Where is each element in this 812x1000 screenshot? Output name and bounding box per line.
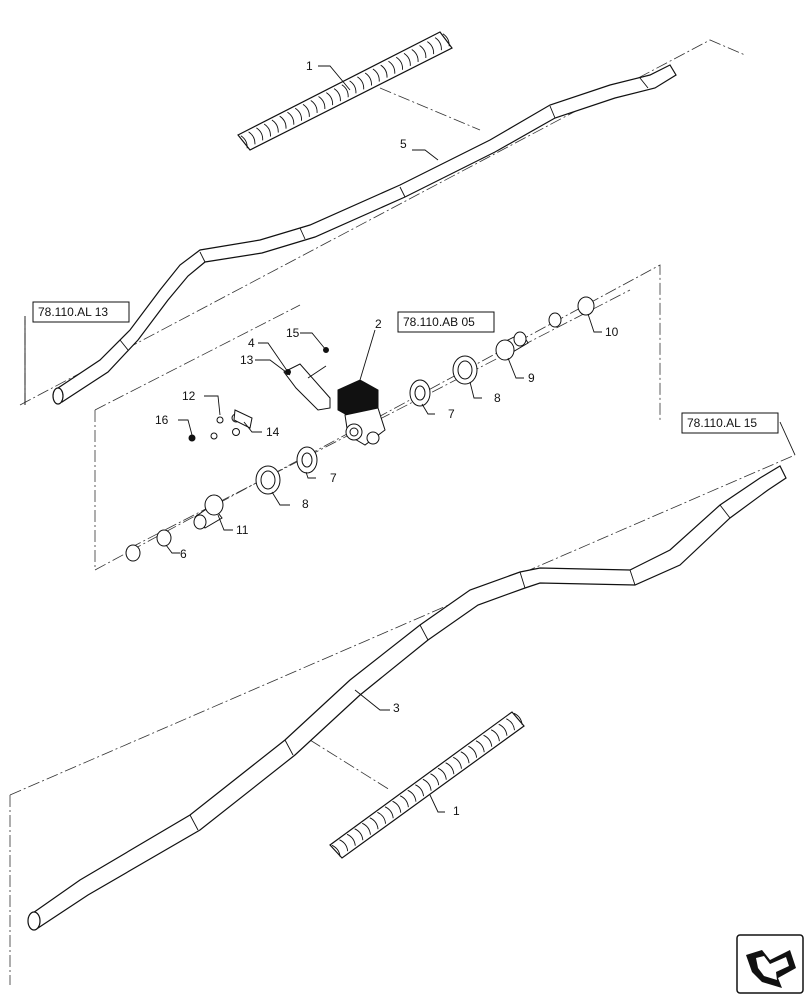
seal-ring-7-lower xyxy=(296,446,318,474)
upper-hose xyxy=(52,64,677,405)
spiral-coil-lower xyxy=(422,778,432,791)
callout-13: 13 xyxy=(240,353,254,367)
washer-14 xyxy=(233,409,253,429)
spiral-coil-upper xyxy=(434,37,442,51)
spiral-coil-upper xyxy=(341,84,349,98)
upper-spiral-wrap xyxy=(237,31,453,151)
fitting-9 xyxy=(495,331,529,361)
spiral-coil-lower xyxy=(369,817,379,830)
lower-hose xyxy=(27,465,787,931)
callout-1-lower: 1 xyxy=(453,804,460,818)
spiral-coil-upper xyxy=(364,72,372,86)
spiral-coil-upper xyxy=(419,45,427,59)
spiral-coil-lower xyxy=(445,762,455,775)
spiral-coil-upper xyxy=(388,60,396,74)
callout-10: 10 xyxy=(605,325,619,339)
mounting-bracket xyxy=(283,363,331,411)
spiral-coil-lower xyxy=(331,844,341,857)
spiral-coil-lower xyxy=(437,767,447,780)
ref-box-left[interactable]: 78.110.AL 13 xyxy=(32,301,130,323)
callout-14: 14 xyxy=(266,425,280,439)
spiral-coil-lower xyxy=(490,729,500,742)
spiral-coil-upper xyxy=(427,41,435,55)
lower-spiral-wrap xyxy=(329,711,525,859)
spiral-coil-upper xyxy=(395,56,403,70)
spiral-coil-lower xyxy=(498,723,508,736)
clip-6 xyxy=(125,529,172,562)
spiral-coil-upper xyxy=(349,80,357,94)
spiral-coil-lower xyxy=(430,773,440,786)
spiral-coil-upper xyxy=(287,111,295,125)
bolt-15 xyxy=(307,347,329,379)
callout-3: 3 xyxy=(393,701,400,715)
spiral-coil-lower xyxy=(354,828,364,841)
callout-7-lower: 7 xyxy=(330,471,337,485)
spiral-coil-lower xyxy=(483,734,493,747)
spiral-coil-lower xyxy=(513,712,523,725)
clamp-8-upper xyxy=(452,355,478,385)
small-fasteners xyxy=(188,369,291,442)
callout-8-upper: 8 xyxy=(494,391,501,405)
spiral-coil-lower xyxy=(453,756,462,769)
ref-right-label: 78.110.AL 15 xyxy=(687,416,757,430)
spiral-coil-upper xyxy=(294,107,302,121)
spiral-coil-upper xyxy=(310,100,318,113)
spiral-coil-lower xyxy=(407,789,417,802)
spiral-coil-lower xyxy=(377,811,387,824)
clip-10 xyxy=(548,296,595,328)
spiral-coil-upper xyxy=(333,88,341,102)
spiral-coil-lower xyxy=(399,795,409,808)
spiral-coil-upper xyxy=(256,127,264,141)
spiral-coil-upper xyxy=(248,131,256,145)
leader-lines xyxy=(24,65,796,813)
ref-left-label: 78.110.AL 13 xyxy=(38,305,108,319)
callout-16: 16 xyxy=(155,413,169,427)
spiral-coil-upper xyxy=(318,96,326,110)
spiral-coil-lower xyxy=(339,839,349,852)
spiral-coil-lower xyxy=(475,740,485,753)
spiral-coil-lower xyxy=(346,833,356,846)
spiral-coil-upper xyxy=(279,115,287,129)
spiral-coil-lower xyxy=(506,718,515,731)
callout-4: 4 xyxy=(248,336,255,350)
callout-2: 2 xyxy=(375,317,382,331)
spiral-coil-upper xyxy=(240,135,248,149)
spiral-coil-lower xyxy=(384,806,394,819)
callout-5: 5 xyxy=(400,137,407,151)
spiral-coil-lower xyxy=(460,751,470,764)
spiral-coil-upper xyxy=(411,49,419,62)
callout-labels: 1 2 3 4 5 6 7 7 8 8 9 10 11 12 13 14 15 … xyxy=(155,59,619,818)
callout-15: 15 xyxy=(286,326,300,340)
ref-center-label: 78.110.AB 05 xyxy=(403,315,475,329)
callout-1-upper: 1 xyxy=(306,59,313,73)
spiral-coil-upper xyxy=(271,119,279,133)
spiral-coil-lower xyxy=(468,745,478,758)
callout-12: 12 xyxy=(182,389,196,403)
spiral-coil-lower xyxy=(415,784,424,797)
clamp-8-lower xyxy=(255,465,281,495)
callout-11: 11 xyxy=(236,523,249,537)
spiral-coil-upper xyxy=(403,52,411,66)
spiral-coil-upper xyxy=(263,123,271,137)
valve-body xyxy=(337,379,386,446)
spiral-coil-upper xyxy=(372,68,380,82)
spiral-coil-lower xyxy=(392,800,402,813)
callout-6: 6 xyxy=(180,547,187,561)
fitting-11 xyxy=(193,494,224,530)
ref-box-right[interactable]: 78.110.AL 15 xyxy=(681,412,779,434)
callout-9: 9 xyxy=(528,371,535,385)
spiral-coil-upper xyxy=(357,76,365,90)
seal-ring-7-upper xyxy=(409,379,431,407)
spiral-coil-upper xyxy=(326,92,334,106)
spiral-coil-upper xyxy=(380,64,388,78)
ref-box-center[interactable]: 78.110.AB 05 xyxy=(397,311,495,333)
callout-7-upper: 7 xyxy=(448,407,455,421)
spiral-coil-upper xyxy=(442,33,450,47)
spiral-coil-lower xyxy=(362,822,371,835)
callout-8-lower: 8 xyxy=(302,497,309,511)
assembly-boundary xyxy=(9,39,796,985)
arrow-nav-icon[interactable] xyxy=(736,934,804,994)
spiral-coil-upper xyxy=(302,103,310,117)
